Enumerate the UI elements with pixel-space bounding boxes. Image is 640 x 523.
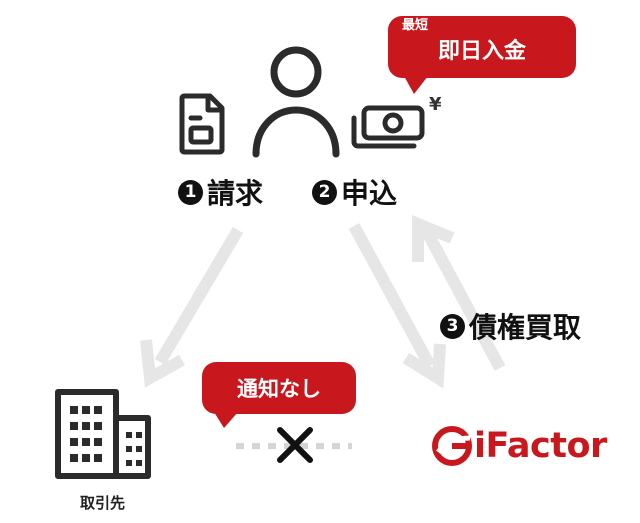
partner-label: 取引先	[80, 494, 126, 512]
arrow-to-partner	[140, 226, 244, 388]
ifactor-logo: iFactor	[432, 426, 607, 466]
badge-tail	[404, 76, 428, 94]
ifactor-brand-text: iFactor	[474, 426, 607, 466]
step-purchase-label: 債権買取	[469, 311, 582, 344]
arrow-to-ifactor	[348, 223, 446, 389]
blocked-connection	[236, 427, 352, 463]
step-number-badge: 2	[312, 179, 337, 205]
arrow-to-user	[412, 215, 506, 371]
yen-symbol: ¥	[429, 94, 442, 115]
no-notification-text: 通知なし	[237, 377, 321, 401]
step-number-badge: 3	[440, 313, 465, 339]
money-icon	[351, 105, 425, 149]
building-icon	[55, 389, 151, 479]
fastest-deposit-badge: 最短 即日入金	[388, 16, 576, 78]
badge-tail	[214, 412, 238, 428]
step-number-badge: 1	[178, 179, 203, 205]
step-purchase: 3 債権買取	[440, 306, 581, 346]
badge-main-text: 即日入金	[437, 39, 526, 64]
document-icon	[179, 93, 225, 155]
step-apply: 2 申込	[312, 172, 397, 212]
person-icon	[252, 46, 340, 158]
step-apply-label: 申込	[341, 177, 398, 210]
step-invoice-label: 請求	[207, 177, 264, 210]
badge-small-text: 最短	[402, 18, 429, 33]
step-invoice: 1 請求	[178, 172, 263, 212]
cross-icon	[277, 427, 313, 463]
ifactor-mark-icon	[432, 426, 472, 466]
no-notification-badge: 通知なし	[202, 362, 356, 414]
